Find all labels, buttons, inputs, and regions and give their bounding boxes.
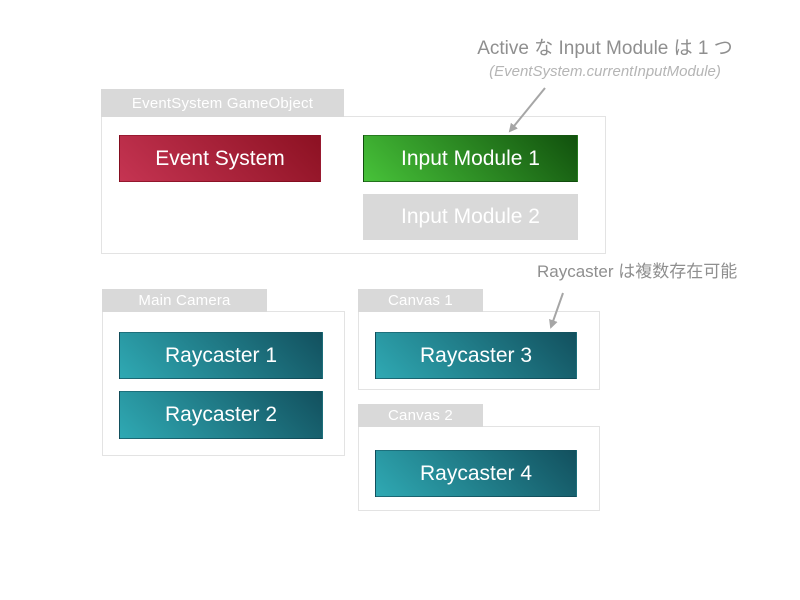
group-tab-main-camera: Main Camera bbox=[102, 289, 267, 312]
node-raycaster-4: Raycaster 4 bbox=[375, 450, 577, 497]
annotation-title: Active な Input Module は 1 つ bbox=[477, 38, 733, 59]
node-label: Input Module 2 bbox=[401, 205, 540, 228]
node-raycaster-2: Raycaster 2 bbox=[119, 391, 323, 439]
node-label: Raycaster 4 bbox=[419, 461, 533, 485]
node-label: Raycaster 2 bbox=[164, 403, 278, 426]
group-tab-label: Canvas 2 bbox=[388, 407, 453, 424]
node-label: Raycaster 1 bbox=[164, 343, 278, 367]
node-input-module-1: Input Module 1 bbox=[363, 135, 578, 182]
node-input-module-2: Input Module 2 bbox=[363, 194, 578, 240]
group-tab-label: EventSystem GameObject bbox=[131, 94, 314, 112]
node-label: Input Module 1 bbox=[401, 146, 540, 170]
node-label: Event System bbox=[155, 146, 285, 170]
group-tab-label: Canvas 1 bbox=[388, 292, 453, 309]
annotation-active-input-module: Active な Input Module は 1 つ (EventSystem… bbox=[440, 38, 770, 81]
annotation-raycaster-multiple: Raycaster は複数存在可能 bbox=[537, 262, 737, 282]
node-label: Raycaster 3 bbox=[419, 343, 533, 367]
annotation-subtitle: (EventSystem.currentInputModule) bbox=[489, 62, 721, 80]
node-event-system: Event System bbox=[119, 135, 321, 182]
node-raycaster-3: Raycaster 3 bbox=[375, 332, 577, 379]
annotation-title: Raycaster は複数存在可能 bbox=[537, 262, 738, 281]
group-tab-eventsystem-gameobject: EventSystem GameObject bbox=[101, 89, 344, 117]
node-raycaster-1: Raycaster 1 bbox=[119, 332, 323, 379]
group-tab-canvas-1: Canvas 1 bbox=[358, 289, 483, 312]
group-tab-canvas-2: Canvas 2 bbox=[358, 404, 483, 427]
group-tab-label: Main Camera bbox=[138, 292, 231, 309]
